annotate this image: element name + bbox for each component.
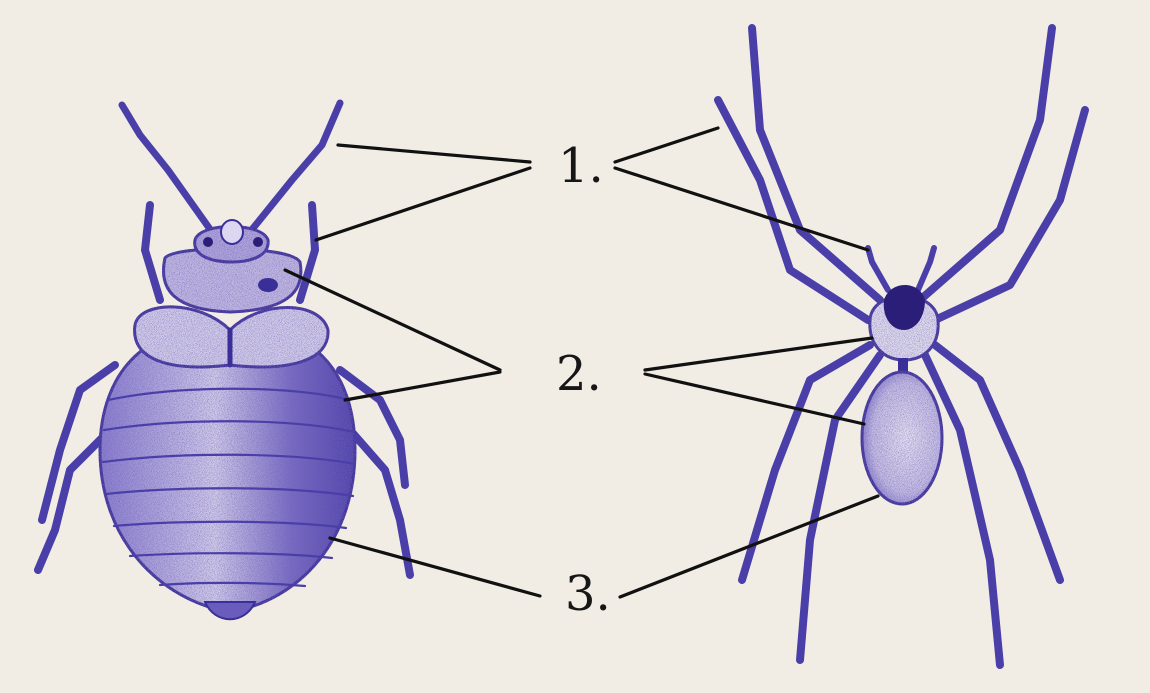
leader-1-spider-palp: [615, 168, 868, 250]
spider-abdomen: [862, 372, 942, 504]
leader-2-spider-abdomen: [645, 374, 864, 424]
spider-pedicel: [898, 358, 908, 372]
leader-1-spider-leg: [615, 128, 718, 162]
leader-1-bedbug-antenna-top: [338, 145, 530, 162]
bed-bug-tail: [205, 602, 255, 619]
leader-2-bedbug-abdomen: [345, 372, 500, 400]
bed-bug-clypeus: [221, 220, 243, 244]
bed-bug-illustration: [38, 103, 410, 619]
spider-pedipalps: [868, 248, 934, 290]
label-1: 1.: [558, 138, 604, 194]
leader-3-spider: [620, 496, 878, 597]
leader-3-bedbug: [330, 538, 540, 596]
bed-bug-thorax-spot: [258, 278, 278, 292]
label-3: 3.: [565, 566, 611, 622]
bed-bug-eye-left: [203, 237, 213, 247]
spider-illustration: [718, 28, 1085, 665]
leader-1-bedbug-antenna-bottom: [316, 168, 530, 240]
bed-bug-abdomen: [100, 329, 355, 612]
bed-bug-eye-right: [253, 237, 263, 247]
label-2: 2.: [556, 346, 602, 402]
bed-bug-antennae: [122, 103, 340, 232]
